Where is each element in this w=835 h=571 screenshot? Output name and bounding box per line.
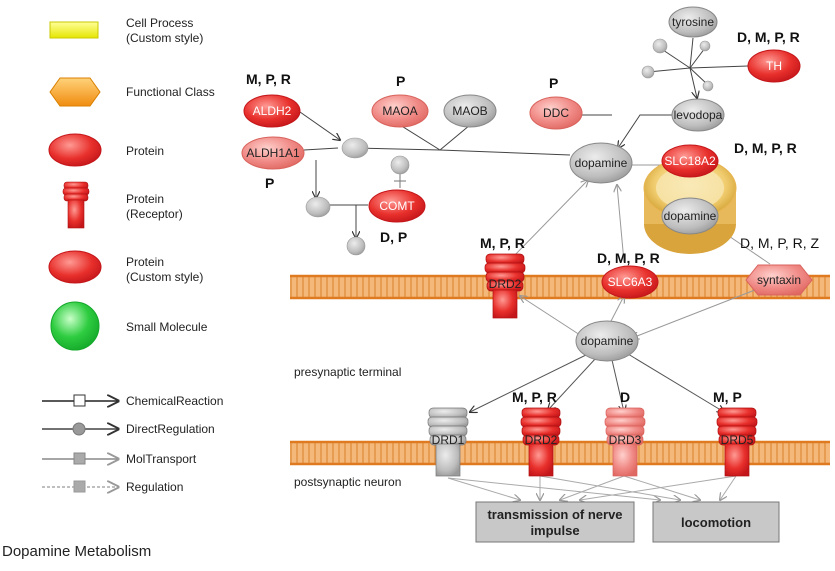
- legend-chemical-reaction-line: [42, 394, 118, 406]
- legend-direct-regulation-label: DirectRegulation: [126, 422, 215, 436]
- svg-text:SLC18A2: SLC18A2: [664, 154, 716, 168]
- node-drd2-post[interactable]: DRD2: [520, 407, 562, 477]
- node-tyrosine[interactable]: tyrosine: [668, 6, 718, 38]
- legend-receptor-swatch: [62, 181, 90, 229]
- region-presynaptic-label: presynaptic terminal: [294, 365, 401, 379]
- annotation-ddc: P: [549, 75, 558, 91]
- node-dopamine-vesicle[interactable]: dopamine: [661, 197, 719, 235]
- legend-protein-custom-swatch: [48, 250, 102, 284]
- node-comt[interactable]: COMT: [368, 189, 426, 223]
- svg-text:MAOA: MAOA: [382, 104, 417, 118]
- svg-text:DRD3: DRD3: [609, 433, 642, 447]
- node-maoa[interactable]: MAOA: [371, 94, 429, 128]
- svg-text:syntaxin: syntaxin: [757, 273, 801, 287]
- node-drd3[interactable]: DRD3: [604, 407, 646, 477]
- svg-text:TH: TH: [766, 59, 782, 73]
- legend-cell-process-label: Cell Process (Custom style): [126, 16, 204, 45]
- legend-protein-swatch: [48, 133, 102, 167]
- node-aldh1a1[interactable]: ALDH1A1: [241, 136, 305, 170]
- svg-text:DRD2: DRD2: [489, 277, 522, 291]
- node-th[interactable]: TH: [747, 49, 801, 83]
- annotation-th: D, M, P, R: [737, 29, 800, 45]
- annotation-drd3: D: [620, 389, 630, 405]
- svg-text:ALDH2: ALDH2: [253, 104, 292, 118]
- metabolite-bubbles: [305, 38, 714, 256]
- node-maob[interactable]: MAOB: [443, 94, 497, 128]
- svg-text:tyrosine: tyrosine: [672, 15, 714, 29]
- svg-text:SLC6A3: SLC6A3: [608, 275, 653, 289]
- node-aldh2[interactable]: ALDH2: [243, 94, 301, 128]
- svg-text:DRD5: DRD5: [721, 433, 754, 447]
- annotation-maoa: P: [396, 73, 405, 89]
- svg-text:dopamine: dopamine: [575, 156, 628, 170]
- legend-functional-class-label: Functional Class: [126, 85, 215, 99]
- annotation-syntaxin: D, M, P, R, Z: [740, 235, 820, 251]
- annotation-aldh1a1: P: [265, 175, 274, 191]
- svg-text:locomotion: locomotion: [681, 515, 751, 530]
- node-ddc[interactable]: DDC: [529, 96, 583, 130]
- svg-text:transmission of nerve: transmission of nerve: [487, 507, 622, 522]
- legend-small-molecule-label: Small Molecule: [126, 320, 208, 334]
- svg-text:COMT: COMT: [379, 199, 415, 213]
- annotations: D, M, P, R M, P, R P P P D, P D, M, P, R…: [246, 29, 820, 405]
- node-drd1[interactable]: DRD1: [427, 407, 469, 477]
- annotation-aldh2: M, P, R: [246, 71, 291, 87]
- legend-protein-receptor-label: Protein (Receptor): [126, 192, 183, 221]
- legend-protein-label: Protein: [126, 144, 165, 158]
- svg-text:DDC: DDC: [543, 106, 569, 120]
- annotation-drd2-post: M, P, R: [512, 389, 557, 405]
- legend-small-molecule-swatch: [50, 301, 100, 351]
- legend-protein-custom-label: Protein (Custom style): [126, 255, 204, 284]
- node-dopamine-top[interactable]: dopamine: [569, 142, 633, 184]
- annotation-slc6a3: D, M, P, R: [597, 250, 660, 266]
- legend-mol-transport-line: [42, 452, 118, 464]
- node-locomotion[interactable]: locomotion: [652, 501, 780, 543]
- legend-chemical-reaction-label: ChemicalReaction: [126, 394, 224, 408]
- legend-direct-regulation-line: [42, 422, 118, 436]
- legend-regulation-line: [42, 480, 118, 492]
- legend-functional-class-swatch: [49, 77, 101, 107]
- svg-text:levodopa: levodopa: [674, 108, 723, 122]
- presynaptic-membrane: [290, 274, 830, 300]
- node-levodopa[interactable]: levodopa: [671, 98, 725, 132]
- svg-text:DRD1: DRD1: [432, 433, 465, 447]
- figure-caption: Dopamine Metabolism: [2, 543, 152, 560]
- node-syntaxin[interactable]: syntaxin: [745, 264, 813, 296]
- svg-text:impulse: impulse: [530, 523, 579, 538]
- legend-mol-transport-label: MolTransport: [126, 452, 197, 466]
- annotation-comt: D, P: [380, 229, 407, 245]
- legend-regulation-label: Regulation: [126, 480, 184, 494]
- annotation-drd2-pre: M, P, R: [480, 235, 525, 251]
- legend-cell-process-swatch: [49, 21, 99, 39]
- svg-text:dopamine: dopamine: [664, 209, 717, 223]
- region-postsynaptic-label: postsynaptic neuron: [294, 475, 401, 489]
- node-drd5[interactable]: DRD5: [716, 407, 758, 477]
- svg-text:MAOB: MAOB: [452, 104, 487, 118]
- node-slc18a2[interactable]: SLC18A2: [661, 144, 719, 178]
- annotation-drd5: M, P: [713, 389, 742, 405]
- svg-text:dopamine: dopamine: [581, 334, 634, 348]
- annotation-slc18a2: D, M, P, R: [734, 140, 797, 156]
- svg-text:DRD2: DRD2: [525, 433, 558, 447]
- svg-text:ALDH1A1: ALDH1A1: [246, 146, 300, 160]
- node-dopamine-mid[interactable]: dopamine: [575, 320, 639, 362]
- node-drd2-pre[interactable]: DRD2: [484, 253, 526, 319]
- node-slc6a3[interactable]: SLC6A3: [601, 265, 659, 299]
- node-transmission-of-nerve-impulse[interactable]: transmission of nerve impulse: [475, 501, 635, 543]
